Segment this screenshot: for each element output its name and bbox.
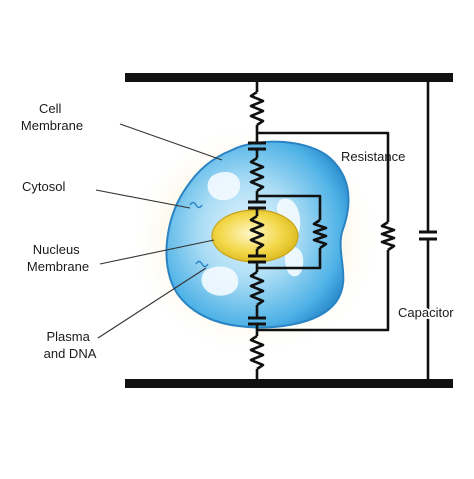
organelle-mark [189,201,203,209]
label-cell-membrane: Cell Membrane [21,101,83,133]
label-capacitor: Capacitor [398,305,454,320]
label-nucleus-membrane: Nucleus Membrane [27,242,89,274]
top-electrode-bar [125,73,453,82]
label-resistance: Resistance [341,149,405,164]
bottom-electrode-bar [125,379,453,388]
leader-plasma-dna [97,267,207,339]
cytosol-blob [201,266,239,296]
outer-capacitor [419,82,437,379]
leader-nucleus-membrane [99,239,215,265]
leader-cell-membrane [119,123,223,161]
label-plasma-dna: Plasma and DNA [44,329,97,361]
nucleus-bypass-resistor [257,194,328,270]
organelle-mark [195,260,209,268]
label-cytosol: Cytosol [22,179,65,194]
cytosol-blob [207,172,241,201]
membrane-bypass-resistor [257,131,396,332]
leader-cytosol [95,189,191,209]
